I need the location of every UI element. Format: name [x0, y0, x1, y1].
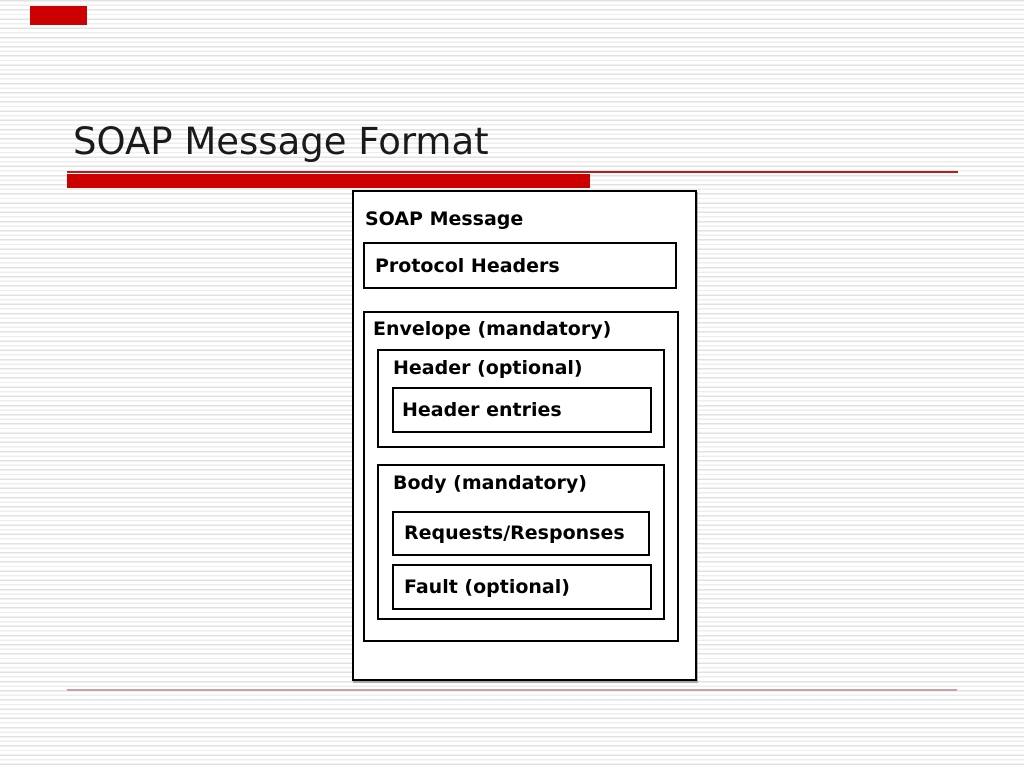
body-label: Body (mandatory) — [393, 472, 587, 494]
soap-message-label: SOAP Message — [365, 208, 524, 230]
requests-responses-label: Requests/Responses — [404, 522, 625, 544]
envelope-box: Envelope (mandatory) Header (optional) H… — [363, 311, 679, 642]
header-label: Header (optional) — [393, 357, 583, 379]
requests-responses-box: Requests/Responses — [392, 511, 650, 556]
title-underline-thick — [67, 174, 590, 188]
protocol-headers-box: Protocol Headers — [363, 242, 677, 289]
title-underline-thin — [67, 171, 958, 173]
top-left-accent-bar — [30, 6, 87, 25]
fault-label: Fault (optional) — [404, 576, 570, 598]
envelope-label: Envelope (mandatory) — [373, 318, 612, 340]
fault-box: Fault (optional) — [392, 564, 652, 610]
slide-title: SOAP Message Format — [73, 120, 489, 163]
header-box: Header (optional) Header entries — [377, 349, 665, 448]
header-entries-box: Header entries — [392, 387, 652, 433]
body-box: Body (mandatory) Requests/Responses Faul… — [377, 464, 665, 620]
protocol-headers-label: Protocol Headers — [375, 255, 560, 277]
footer-divider-line — [67, 689, 957, 691]
soap-message-container-box: SOAP Message Protocol Headers Envelope (… — [352, 190, 697, 681]
header-entries-label: Header entries — [402, 399, 562, 421]
